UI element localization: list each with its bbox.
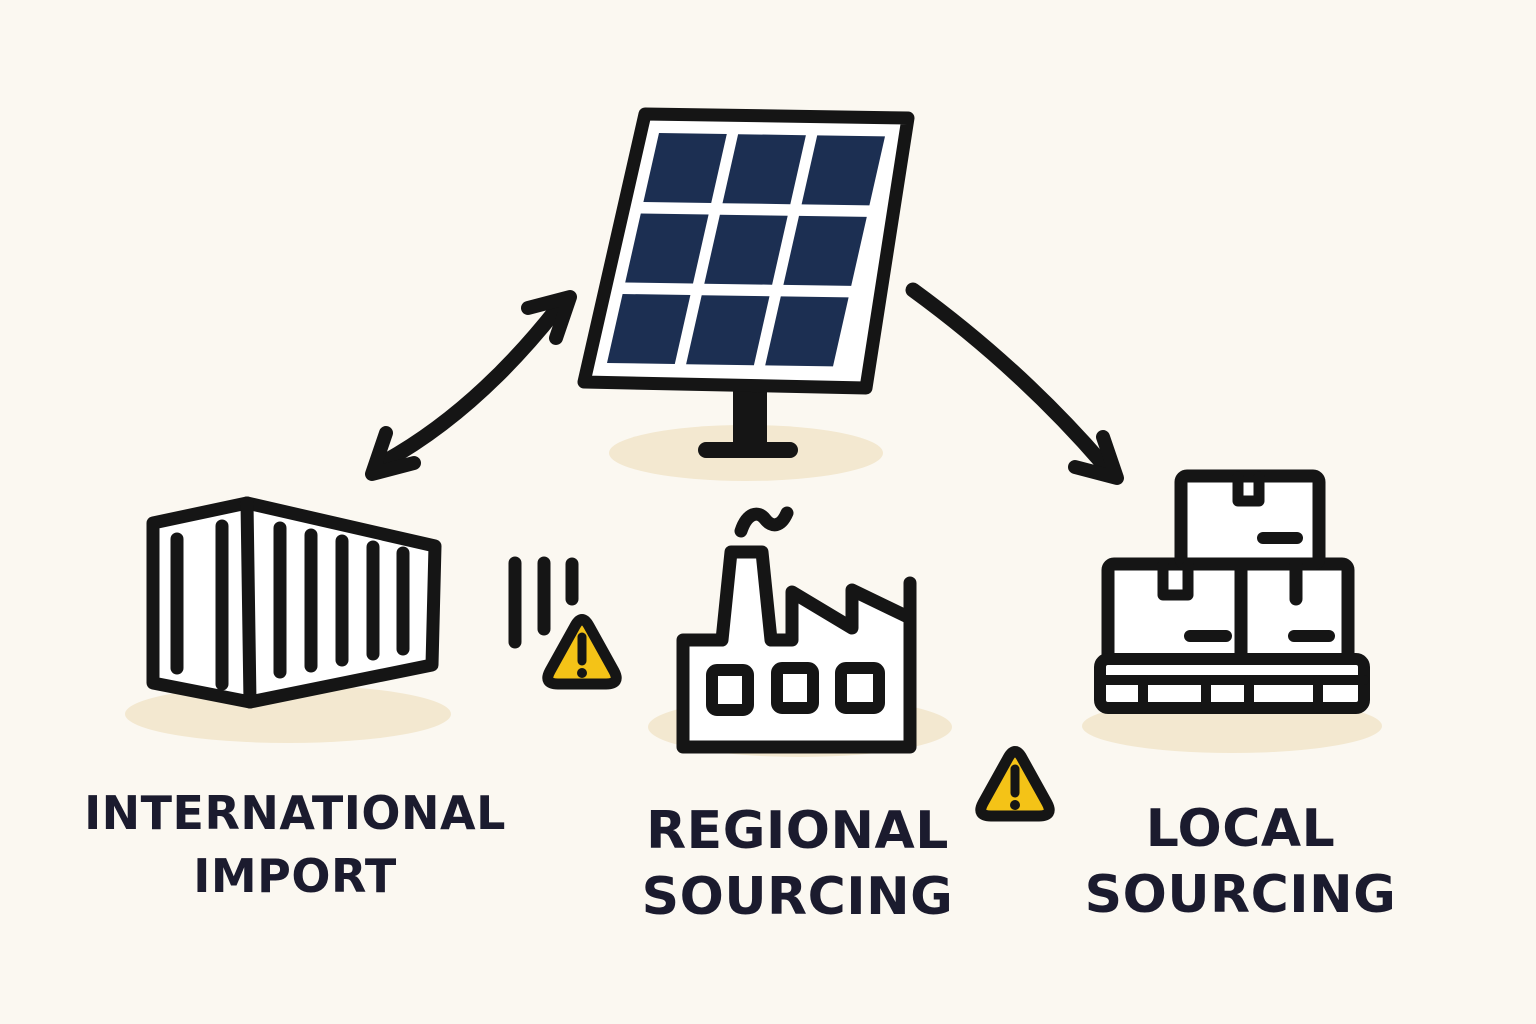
label-line: REGIONAL bbox=[646, 801, 949, 861]
factory-icon bbox=[676, 506, 917, 754]
exclamation-dot bbox=[1010, 800, 1020, 810]
box bbox=[1174, 469, 1326, 571]
container-edge bbox=[240, 496, 257, 709]
warning-triangle-icon bbox=[975, 746, 1055, 822]
exclamation-dot bbox=[577, 668, 587, 678]
label-regional-sourcing: REGIONAL SOURCING bbox=[565, 798, 1030, 930]
factory-window bbox=[771, 662, 819, 714]
arrow-shaft bbox=[376, 302, 564, 470]
label-international-import: INTERNATIONAL IMPORT bbox=[25, 782, 565, 908]
factory-window bbox=[835, 662, 885, 714]
double-arrow-icon bbox=[365, 290, 577, 481]
box-tape-flap bbox=[1232, 471, 1265, 507]
pallet-boxes-icon bbox=[1094, 469, 1370, 714]
label-line: IMPORT bbox=[193, 849, 397, 903]
factory-building bbox=[676, 545, 917, 754]
shipping-container-icon bbox=[146, 496, 442, 709]
box bbox=[1101, 557, 1248, 668]
arrow-head bbox=[1068, 430, 1124, 485]
panel-cells bbox=[607, 133, 885, 367]
solar-panel-icon bbox=[577, 107, 915, 458]
arrow-icon bbox=[905, 282, 1124, 485]
label-line: SOURCING bbox=[1084, 865, 1397, 925]
label-local-sourcing: LOCAL SOURCING bbox=[1008, 796, 1473, 928]
box-tape-flap bbox=[1157, 559, 1194, 601]
warning-triangle-icon bbox=[542, 614, 622, 690]
label-line: SOURCING bbox=[641, 867, 954, 927]
panel-stand-post bbox=[733, 384, 767, 446]
arrow-head bbox=[521, 290, 577, 345]
smoke-icon bbox=[734, 506, 794, 538]
factory-window bbox=[706, 664, 754, 716]
label-line: LOCAL bbox=[1145, 799, 1336, 859]
arrow-shaft bbox=[905, 282, 1111, 472]
panel-stand-base bbox=[698, 442, 798, 458]
arrow-head bbox=[365, 426, 421, 481]
container-body bbox=[146, 496, 442, 709]
motion-lines-icon bbox=[508, 556, 579, 649]
label-line: INTERNATIONAL bbox=[84, 786, 506, 840]
